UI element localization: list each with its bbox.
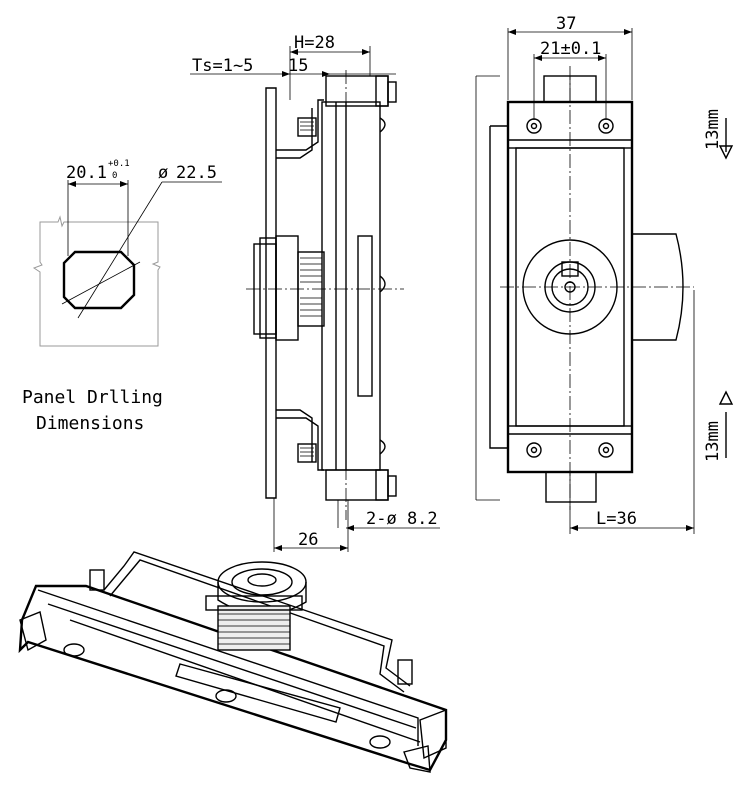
diameter-symbol: ø: [158, 163, 168, 183]
panel-drilling-detail: 20.1 +0.1 0 ø 22.5 Panel Drlling Dimensi…: [22, 159, 222, 434]
drilling-caption-line2: Dimensions: [36, 413, 144, 434]
dim-15-label: 15: [288, 56, 308, 76]
travel-bottom-label: 13mm: [703, 421, 723, 462]
arrow-down-icon: [718, 118, 734, 160]
drilling-caption-line1: Panel Drlling: [22, 387, 163, 408]
hole-pitch-label: 21±0.1: [540, 39, 601, 59]
panel-thickness-label: Ts=1~5: [192, 56, 253, 76]
length-label: L=36: [596, 509, 637, 529]
mounting-holes-label: 2-ø 8.2: [366, 509, 438, 529]
tolerance-lower-label: 0: [112, 171, 117, 181]
isometric-view: [18, 551, 448, 773]
panel-cutout-width-label: 20.1: [66, 163, 107, 183]
width-37-label: 37: [556, 14, 576, 34]
travel-top-label: 13mm: [703, 109, 723, 150]
side-view: H=28 Ts=1~5 15 26 2-ø 8.2: [190, 33, 440, 552]
tolerance-upper-label: +0.1: [108, 159, 130, 169]
front-view: 37 21±0.1: [475, 14, 734, 534]
panel-cutout-diameter-label: 22.5: [176, 163, 217, 183]
height-dim-label: H=28: [294, 33, 335, 53]
dim-26-label: 26: [298, 530, 318, 550]
arrow-up-icon: [718, 390, 734, 458]
